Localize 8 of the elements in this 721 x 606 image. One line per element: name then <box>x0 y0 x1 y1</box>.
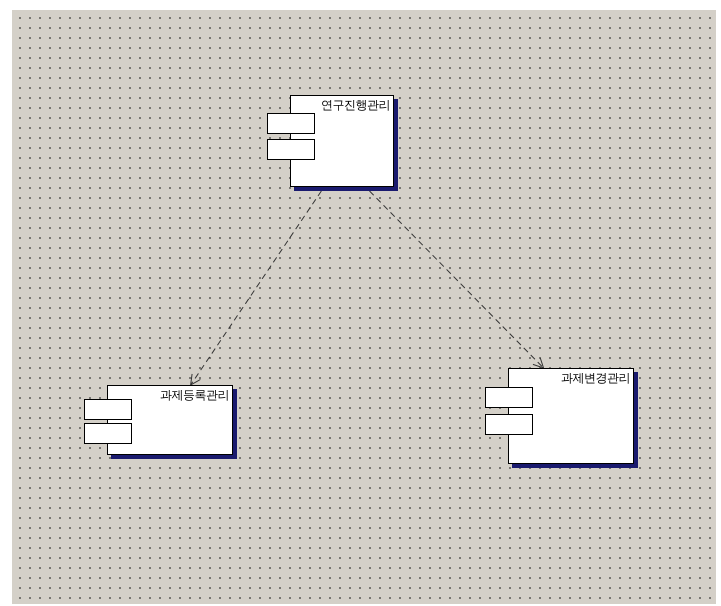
component-name: 연구진행관리 <box>321 98 390 113</box>
component-name: 과제변경관리 <box>561 371 630 386</box>
component-name: 과제등록관리 <box>160 388 229 403</box>
component-node <box>84 385 237 459</box>
dependency-arrow <box>190 190 322 386</box>
component-node <box>485 368 638 468</box>
component-node <box>267 95 398 191</box>
dependency-arrow <box>368 190 544 368</box>
